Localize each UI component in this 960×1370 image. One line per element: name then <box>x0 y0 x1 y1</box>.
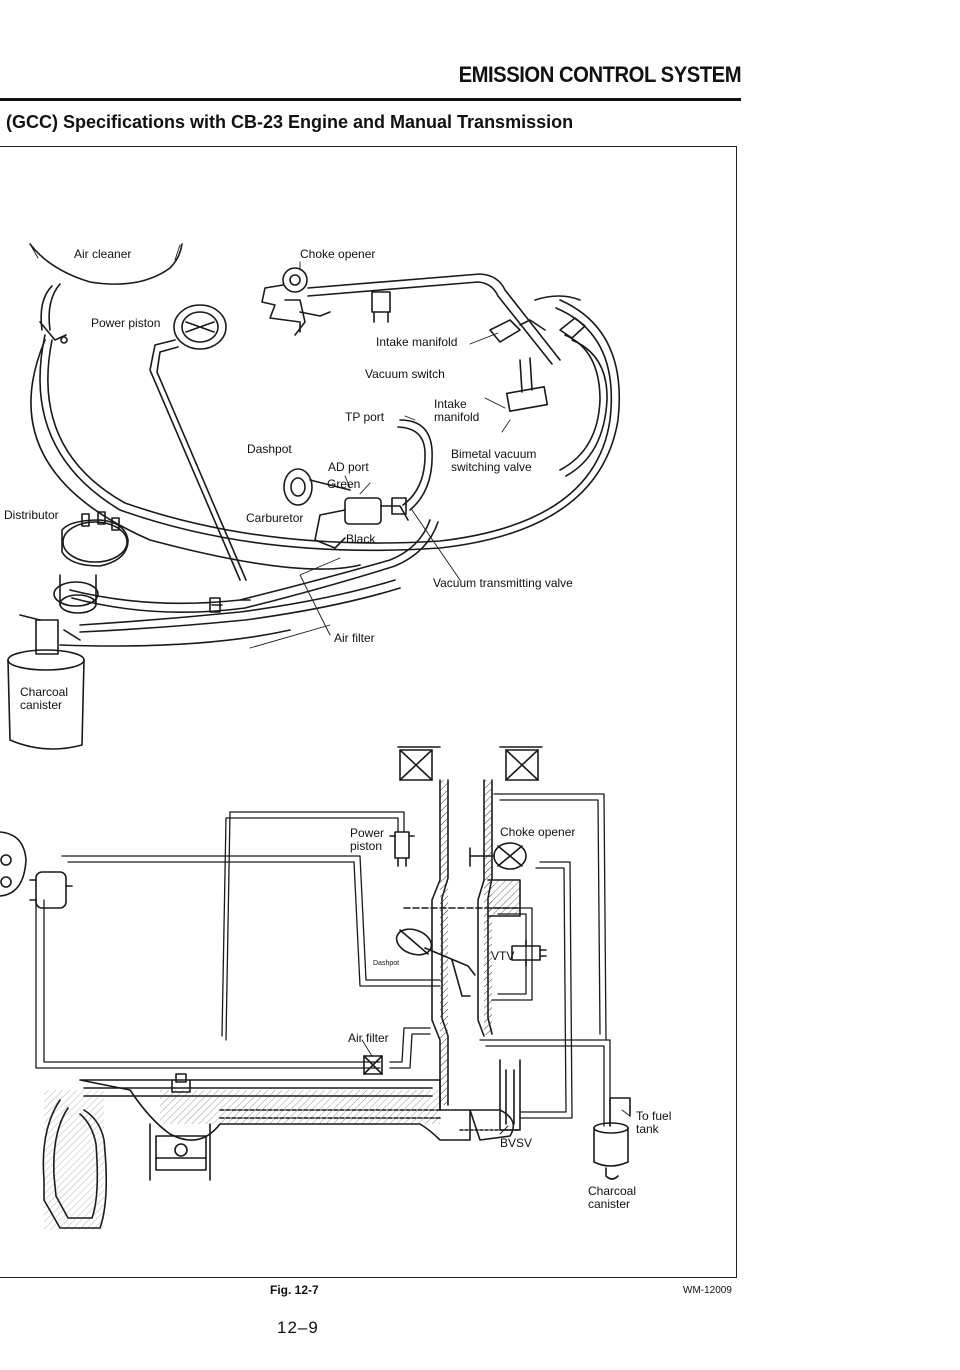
label-air-cleaner: Air cleaner <box>74 247 132 261</box>
label-intake-manifold-2: Intake manifold <box>434 397 480 424</box>
page-number: 12–9 <box>277 1318 319 1337</box>
top-pictorial-diagram <box>7 243 621 750</box>
charcoal-canister-top-part <box>7 614 85 750</box>
label-dashpot-bottom: Dashpot <box>373 960 400 967</box>
power-piston-part <box>149 304 247 581</box>
label-vacuum-switch: Vacuum switch <box>365 367 445 381</box>
power-piston-bottom-part <box>389 831 415 867</box>
charcoal-canister-bottom-part <box>593 1097 631 1180</box>
dashpot-bottom-part <box>395 928 476 997</box>
tp-port-hose <box>399 419 433 511</box>
label-dashpot: Dashpot <box>247 442 292 456</box>
label-vtv: VTV <box>491 949 515 963</box>
label-choke-opener: Choke opener <box>300 247 376 261</box>
air-cleaner-shape <box>29 243 183 331</box>
carburetor-vtv-part <box>314 497 409 549</box>
label-to-fuel-tank: To fuel tank <box>636 1109 672 1136</box>
engine-section-part <box>42 1073 521 1230</box>
bottom-vacuum-lines <box>35 793 611 1127</box>
distributor-bottom-part <box>0 831 73 909</box>
label-carburetor: Carburetor <box>246 511 304 525</box>
choke-opener-part <box>261 267 561 365</box>
top-leader-lines <box>29 243 511 649</box>
label-intake-manifold: Intake manifold <box>376 335 458 349</box>
bottom-leader-lines <box>361 1039 631 1135</box>
label-power-piston: Power piston <box>91 316 161 330</box>
vacuum-switch-part <box>489 295 608 477</box>
dashpot-part <box>283 468 351 506</box>
label-green: Green <box>327 477 361 491</box>
label-distributor: Distributor <box>4 508 59 522</box>
figure-code: WM-12009 <box>683 1285 732 1296</box>
vtv-part <box>511 939 547 967</box>
label-charcoal-canister-bottom: Charcoal canister <box>588 1184 637 1211</box>
carb-walls <box>403 779 521 1111</box>
air-filter-bottom-part <box>363 1055 383 1075</box>
header-rule <box>0 98 741 101</box>
section-title: EMISSION CONTROL SYSTEM <box>458 62 741 87</box>
air-cleaner-connector-dot <box>60 336 68 344</box>
distributor-part <box>53 511 129 614</box>
figure-caption: Fig. 12-7 <box>270 1283 319 1297</box>
label-bimetal-vacuum-switching-valve: Bimetal vacuum switching valve <box>451 447 537 474</box>
figure-frame <box>0 146 737 1278</box>
label-ad-port: AD port <box>328 460 369 474</box>
label-bvsv: BVSV <box>500 1136 533 1150</box>
label-power-piston-bottom: Power piston <box>350 826 385 853</box>
label-vacuum-transmitting-valve: Vacuum transmitting valve <box>433 576 573 590</box>
label-air-filter: Air filter <box>334 631 375 645</box>
main-vacuum-hose-loop <box>30 299 621 570</box>
carb-top-boxes <box>397 746 543 781</box>
distributor-hoses <box>59 519 439 647</box>
choke-opener-bottom-part <box>469 842 527 870</box>
label-charcoal-canister: Charcoal canister <box>20 685 69 712</box>
subheading: (GCC) Specifications with CB-23 Engine a… <box>6 112 574 132</box>
label-choke-opener-bottom: Choke opener <box>500 825 576 839</box>
tp-port-hose-inner <box>397 426 426 506</box>
label-black: Black <box>346 532 376 546</box>
bottom-schematic-diagram <box>0 746 631 1230</box>
label-tp-port: TP port <box>345 410 385 424</box>
bvsv-part <box>499 1059 521 1131</box>
label-air-filter-bottom: Air filter <box>348 1031 389 1045</box>
